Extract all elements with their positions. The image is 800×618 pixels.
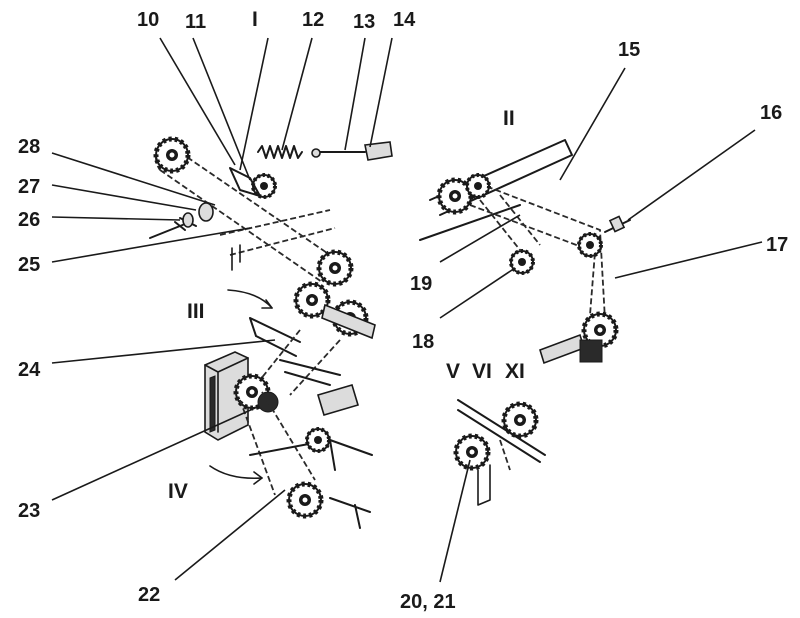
chain-V	[499, 439, 511, 471]
part-labels: 10 11 12 13 14 15 16 17 18 19 20, 21 22 …	[18, 9, 788, 613]
leader-15	[559, 67, 626, 181]
leader-I	[239, 37, 269, 171]
label-part-12: 12	[302, 9, 324, 31]
label-part-15: 15	[618, 39, 640, 61]
bolt-head	[608, 215, 626, 233]
label-part-25: 25	[18, 254, 40, 276]
leader-25	[51, 227, 251, 263]
leader-20-21	[439, 459, 471, 583]
leader-10	[159, 37, 236, 166]
sprocket-I-upper	[156, 139, 188, 171]
sprocket-V	[504, 404, 536, 436]
sprocket-IV-mid	[305, 427, 331, 453]
clip	[364, 141, 393, 161]
leader-14	[369, 37, 393, 148]
sprocket-IV-lower	[289, 484, 321, 516]
label-part-16: 16	[760, 102, 782, 124]
housing	[204, 351, 249, 441]
leader-26	[51, 216, 181, 221]
label-group-I: I	[252, 8, 258, 31]
block-IV	[317, 384, 359, 416]
label-part-11: 11	[185, 11, 206, 33]
rotation-arrow-III-head	[261, 299, 273, 309]
leader-lines	[51, 37, 763, 583]
label-group-II: II	[503, 107, 515, 130]
label-group-III: III	[187, 300, 205, 323]
group-labels: I II III IV V VI XI	[168, 8, 525, 503]
rod-eye	[311, 148, 321, 158]
leader-16	[627, 129, 756, 221]
assembly-I	[149, 139, 393, 284]
washer	[198, 202, 214, 222]
shaft-V	[457, 399, 546, 463]
bracket-V	[477, 464, 491, 506]
link-IV	[279, 359, 341, 386]
spring	[257, 145, 303, 159]
label-part-24: 24	[18, 359, 41, 381]
leader-22	[174, 489, 286, 581]
chain-II-branch	[479, 194, 541, 251]
label-part-27: 27	[18, 176, 40, 198]
sprocket-I-middle	[251, 173, 277, 199]
label-part-20-21: 20, 21	[400, 591, 456, 613]
sprocket-VI	[456, 436, 488, 468]
leader-24	[51, 339, 276, 364]
bearing-block	[579, 339, 603, 363]
label-part-22: 22	[138, 584, 160, 606]
sprocket-II-secondary	[465, 173, 491, 199]
leader-23	[51, 407, 256, 501]
label-part-28: 28	[18, 136, 40, 158]
housing-slot	[209, 375, 216, 433]
assembly-II	[419, 139, 631, 365]
label-group-VI: VI	[472, 360, 492, 383]
sprocket-II-right	[577, 232, 603, 258]
bushing	[182, 212, 194, 228]
rotation-arrow-III	[227, 289, 273, 309]
chain-IV	[239, 391, 316, 496]
label-part-26: 26	[18, 209, 40, 231]
sprocket-I-lower	[319, 252, 351, 284]
rail-II	[419, 204, 521, 241]
tension-arm	[229, 167, 261, 197]
label-part-19: 19	[410, 273, 432, 295]
shaft-III	[321, 303, 376, 340]
chain-III	[259, 329, 341, 396]
bracket-I	[231, 244, 241, 271]
assembly-IV	[209, 359, 373, 529]
support-bar-I	[219, 209, 336, 256]
label-part-14: 14	[393, 9, 416, 31]
leader-17	[614, 241, 763, 279]
lever-III	[249, 317, 301, 357]
bracket-IV	[329, 497, 371, 529]
leader-12	[281, 37, 313, 151]
leader-11	[192, 37, 251, 181]
leader-28	[51, 152, 216, 206]
chain-I	[155, 141, 337, 283]
rotation-arrow-IV	[209, 465, 263, 480]
label-part-23: 23	[18, 500, 40, 522]
assembly-V-VI-XI	[456, 399, 546, 506]
sprocket-II-tensioner	[509, 249, 535, 275]
leader-27	[51, 184, 197, 211]
label-group-IV: IV	[168, 480, 188, 503]
leader-13	[344, 37, 366, 151]
chain-II	[469, 179, 606, 341]
housing-edges	[204, 357, 249, 433]
leader-19	[439, 214, 521, 263]
lower-shaft	[539, 333, 585, 365]
label-part-18: 18	[412, 331, 434, 353]
leader-18	[439, 267, 516, 319]
housing-box	[204, 351, 249, 441]
label-group-V: V	[446, 360, 460, 383]
label-part-13: 13	[353, 11, 375, 33]
label-part-10: 10	[137, 9, 159, 31]
rotation-arrow-IV-head	[253, 471, 263, 485]
label-part-17: 17	[766, 234, 788, 256]
assembly-III	[227, 284, 376, 396]
label-group-XI: XI	[505, 360, 525, 383]
